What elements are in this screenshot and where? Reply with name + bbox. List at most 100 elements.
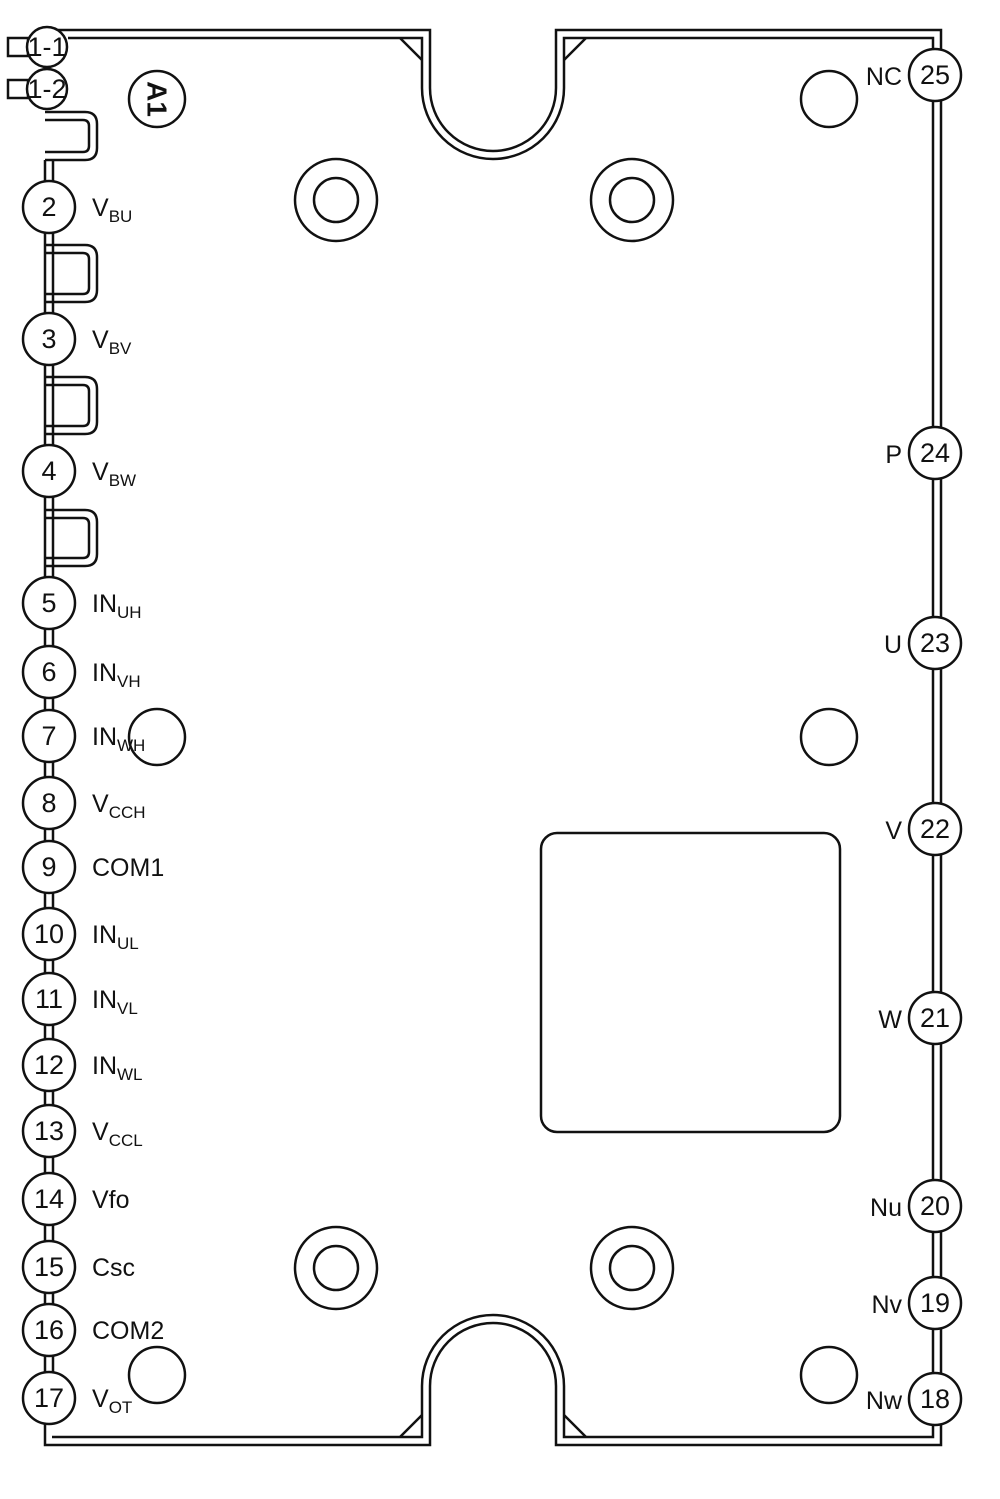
- pin-circle: [21, 839, 77, 895]
- pin-circle: [21, 1103, 77, 1159]
- pin-label: Nu: [870, 1194, 902, 1222]
- pin-label-sub: CCH: [109, 803, 146, 822]
- pin-circle: [21, 443, 77, 499]
- pin-label-main: IN: [92, 921, 117, 949]
- pin-number: 20: [920, 1191, 950, 1221]
- pin-23: 23 U: [884, 615, 963, 671]
- pin-circle: [21, 1302, 77, 1358]
- pin-circle: [907, 1275, 963, 1331]
- pin-number: 8: [41, 788, 56, 818]
- pin-number: 19: [920, 1288, 950, 1318]
- pin-label-main: V: [92, 790, 109, 818]
- pin-label: VOT: [92, 1385, 132, 1417]
- pin-2: 2 VBU: [21, 179, 132, 235]
- pin-label-main: Csc: [92, 1254, 135, 1282]
- notch-chamfers: [399, 37, 587, 1438]
- pin-label: U: [884, 631, 902, 659]
- pin-label: VCCL: [92, 1118, 143, 1150]
- mounting-holes: [293, 157, 675, 1311]
- pin-label: VBW: [92, 458, 136, 490]
- pin-25: 25 NC: [866, 47, 963, 103]
- pin-label: Csc: [92, 1254, 135, 1282]
- pin-label: Nv: [871, 1291, 902, 1319]
- pin-label-sub: BU: [109, 207, 133, 226]
- pin-6: 6 INVH: [21, 644, 141, 700]
- pin-label-sub: WL: [117, 1065, 143, 1084]
- pin-21: 21W: [878, 990, 963, 1046]
- pin-circle: [21, 906, 77, 962]
- pin-number: 23: [920, 628, 950, 658]
- pin-number: 21: [920, 1003, 950, 1033]
- pin-number: 24: [920, 438, 950, 468]
- pin-24: 24 P: [885, 425, 963, 481]
- pin-number: 17: [34, 1383, 64, 1413]
- pin-label-sub: UL: [117, 934, 139, 953]
- pin-1-1-tab: [6, 36, 30, 58]
- pin-8: 8 VCCH: [21, 775, 146, 831]
- pin-label-main: V: [92, 458, 109, 486]
- pin-number: 5: [41, 588, 56, 618]
- pin-label: P: [885, 441, 902, 469]
- pin-label-sub: WH: [117, 736, 145, 755]
- pin-circle: [21, 1239, 77, 1295]
- pin-circle: [21, 708, 77, 764]
- marking-text: A1: [142, 81, 173, 117]
- pin-circle: [21, 971, 77, 1027]
- pin-label-main: IN: [92, 986, 117, 1014]
- pin-label-sub: UH: [117, 603, 142, 622]
- heatsink-pad: [539, 831, 842, 1134]
- pin-label-main: IN: [92, 590, 117, 618]
- pin-number: 1-1: [27, 32, 66, 62]
- pin-label-sub: VH: [117, 672, 141, 691]
- pin-12: 12 INWL: [21, 1037, 143, 1093]
- pin-circle: [21, 644, 77, 700]
- pin-number: 4: [41, 456, 56, 486]
- pin-number: 25: [920, 60, 950, 90]
- pin-number: 22: [920, 814, 950, 844]
- pin-number: 6: [41, 657, 56, 687]
- pin-label-main: V: [92, 326, 109, 354]
- pin-label-sub: VL: [117, 999, 138, 1018]
- pin-17: 17 VOT: [21, 1370, 132, 1426]
- ejector-pin-marks: [127, 69, 859, 1405]
- pin-label-main: IN: [92, 659, 117, 687]
- pin-circle: [907, 990, 963, 1046]
- pin-circle: [21, 1037, 77, 1093]
- pin-1-1: 1-1: [25, 25, 69, 69]
- pin-label: INUH: [92, 590, 142, 622]
- pin-circle: [25, 25, 69, 69]
- pin-number: 18: [920, 1384, 950, 1414]
- pin-number: 15: [34, 1252, 64, 1282]
- pin-label-main: IN: [92, 1052, 117, 1080]
- pin-label-sub: BV: [109, 339, 132, 358]
- pin-label: COM1: [92, 854, 164, 882]
- pin-circle: [907, 1371, 963, 1427]
- pin-1-2-tab: [6, 78, 30, 100]
- pin-number: 14: [34, 1184, 64, 1214]
- pin-15: 15 Csc: [21, 1239, 135, 1295]
- pin-circle: [21, 179, 77, 235]
- pin-label: VBU: [92, 194, 132, 226]
- pin-circle: [907, 425, 963, 481]
- pin-20: 20 Nu: [870, 1178, 963, 1234]
- pin-circle: [21, 311, 77, 367]
- pin-9: 9 COM1: [21, 839, 164, 895]
- pin-number: 12: [34, 1050, 64, 1080]
- pin-label-main: COM1: [92, 854, 164, 882]
- pin-label: NC: [866, 63, 902, 91]
- pin-label-main: V: [92, 194, 109, 222]
- pin-number: 10: [34, 919, 64, 949]
- pin-number: 2: [41, 192, 56, 222]
- pin-label: INVH: [92, 659, 141, 691]
- pin-label-sub: BW: [109, 471, 136, 490]
- pin-circle: [21, 575, 77, 631]
- pin-label: V: [885, 817, 902, 845]
- pin-label: INUL: [92, 921, 139, 953]
- pin-number: 9: [41, 852, 56, 882]
